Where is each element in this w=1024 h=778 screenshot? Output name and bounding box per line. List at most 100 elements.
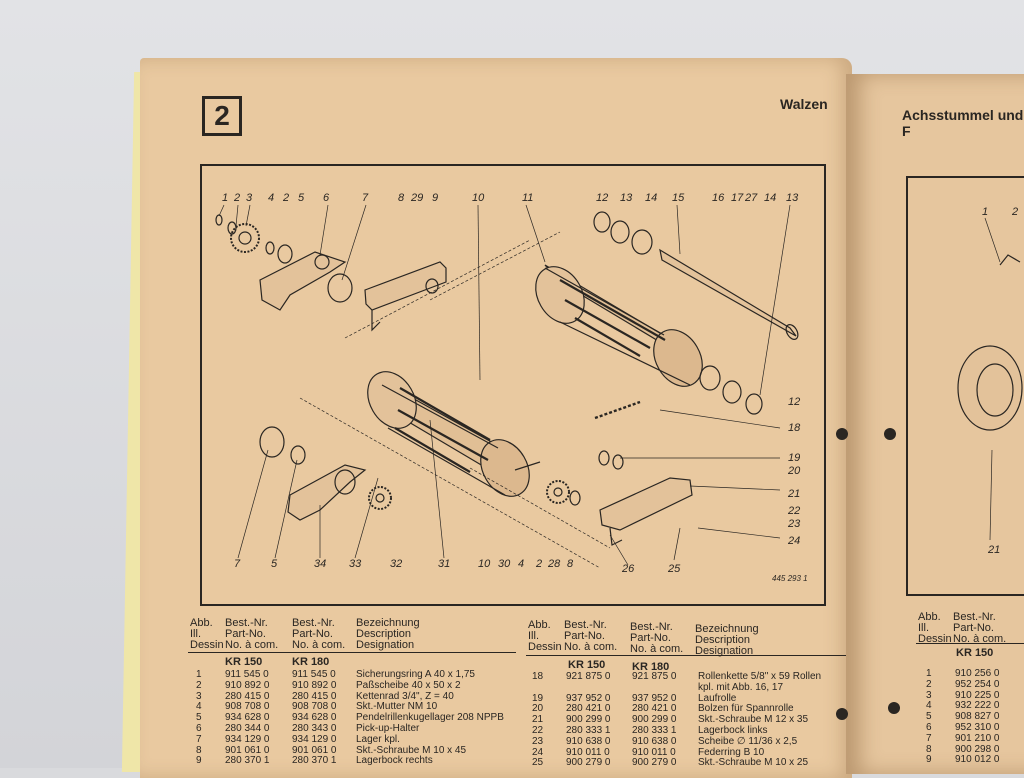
part-number: 934 129 0 — [225, 733, 270, 745]
item-number: 4 — [196, 701, 202, 713]
part-number: 900 279 0 — [632, 757, 677, 769]
item-number: 8 — [926, 743, 932, 755]
binder-hole — [836, 708, 848, 720]
catalog-page-left — [140, 58, 852, 778]
part-number: 908 827 0 — [955, 711, 1000, 723]
callout-label: 18 — [788, 422, 801, 434]
col-header-part-no: Best.-Nr.Part-No.No. à com. — [953, 611, 1007, 645]
part-description: Pick-up-Halter — [356, 723, 420, 734]
item-number: 2 — [926, 678, 932, 690]
part-number: 280 344 0 — [225, 723, 270, 734]
item-number: 3 — [926, 689, 932, 701]
model-label-kr180: KR 180 — [632, 661, 670, 673]
model-label-kr150: KR 150 — [225, 656, 263, 668]
callout-label: 6 — [323, 192, 330, 204]
part-description: Pendelrillenkugellager 208 NPPB — [356, 712, 504, 724]
part-description: Kettenrad 3/4", Z = 40 — [356, 690, 454, 702]
model-label-kr150: KR 150 — [956, 647, 994, 659]
part-number: 937 952 0 — [566, 692, 611, 704]
item-number: 6 — [926, 722, 932, 733]
callout-label: 31 — [438, 558, 451, 570]
part-number: 901 061 0 — [292, 744, 337, 756]
table-rule — [526, 655, 846, 656]
callout-label: 1 — [982, 206, 989, 218]
model-label-kr150: KR 150 — [568, 659, 606, 671]
drawing-number: 445 293 1 — [772, 574, 808, 583]
part-number: 910 892 0 — [225, 679, 270, 691]
callout-label: 4 — [518, 558, 525, 570]
part-number: 934 628 0 — [292, 712, 337, 724]
item-number: 4 — [926, 700, 932, 712]
callout-label: 21 — [988, 544, 1001, 556]
callout-label: 15 — [672, 192, 685, 204]
callout-label: 21 — [788, 488, 801, 500]
part-number: 932 222 0 — [955, 700, 1000, 712]
part-number: 280 343 0 — [292, 723, 337, 734]
part-number: 900 298 0 — [955, 743, 1000, 755]
col-header-part-no-kr150: Best.-Nr.Part-No.No. à com. — [225, 617, 279, 651]
callout-label: 23 — [788, 518, 801, 530]
part-number: 911 545 0 — [225, 669, 269, 680]
callout-label: 26 — [622, 563, 635, 575]
callout-label: 13 — [786, 192, 799, 204]
part-description: Skt.-Schraube M 10 x 25 — [698, 757, 809, 769]
callout-label: 5 — [298, 192, 305, 204]
part-number: 952 310 0 — [955, 722, 1000, 733]
callout-label: 14 — [764, 192, 777, 204]
right-page-diagram — [957, 217, 1023, 541]
model-label-kr180: KR 180 — [292, 656, 330, 668]
item-number: 1 — [926, 668, 932, 679]
callout-label: 16 — [712, 192, 725, 204]
callout-label: 7 — [234, 558, 241, 570]
binder-hole — [884, 428, 896, 440]
exploded-drawing-frame — [200, 164, 826, 606]
callout-label: 28 — [548, 558, 561, 570]
part-number: 280 370 1 — [225, 755, 270, 767]
item-number: 20 — [532, 703, 544, 715]
part-number: 921 875 0 — [566, 671, 611, 682]
item-number: 21 — [532, 714, 544, 726]
right-drawing-frame — [906, 176, 1024, 596]
item-number: 23 — [532, 735, 544, 747]
callout-label: 30 — [498, 558, 511, 570]
callout-label: 5 — [271, 558, 278, 570]
part-number: 937 952 0 — [632, 692, 677, 704]
part-number: 934 129 0 — [292, 733, 337, 745]
part-number: 280 333 1 — [632, 725, 677, 736]
item-number: 7 — [926, 732, 932, 744]
part-number: 910 011 0 — [632, 746, 676, 758]
item-number: 3 — [196, 690, 202, 702]
col-header-part-no-kr180: Best.-Nr.Part-No.No. à com. — [630, 621, 684, 655]
item-number: 5 — [926, 711, 932, 723]
callout-label: 27 — [745, 192, 758, 204]
callout-label: 29 — [411, 192, 424, 204]
item-number: 7 — [196, 733, 202, 745]
part-description: Sicherungsring A 40 x 1,75 — [356, 669, 475, 680]
col-header-abb: Abb.Ill.Dessin — [190, 617, 224, 651]
part-number: 280 415 0 — [292, 690, 337, 702]
part-description: Rollenkette 5/8" x 59 Rollen — [698, 671, 822, 682]
callout-label: 8 — [398, 192, 405, 204]
callout-label: 2 — [283, 192, 290, 204]
part-number: 910 225 0 — [955, 689, 1000, 701]
item-number: 9 — [196, 755, 202, 767]
page-number-box: 2 — [202, 96, 242, 136]
col-header-part-no-kr180: Best.-Nr.Part-No.No. à com. — [292, 617, 346, 651]
part-number: 280 421 0 — [566, 703, 611, 715]
part-number: 910 011 0 — [566, 746, 610, 758]
callout-label: 7 — [362, 192, 369, 204]
item-number: 19 — [532, 692, 544, 704]
callout-label: 25 — [668, 563, 681, 575]
part-number: 900 299 0 — [566, 714, 611, 726]
callout-label: 33 — [349, 558, 362, 570]
callout-label: 10 — [478, 558, 491, 570]
callout-label: 4 — [268, 192, 275, 204]
item-number: 6 — [196, 723, 202, 734]
part-description: kpl. mit Abb. 16, 17 — [698, 681, 784, 693]
callout-label: 19 — [788, 452, 801, 464]
callout-label: 32 — [390, 558, 403, 570]
callout-label: 10 — [472, 192, 485, 204]
part-number: 910 638 0 — [566, 735, 611, 747]
